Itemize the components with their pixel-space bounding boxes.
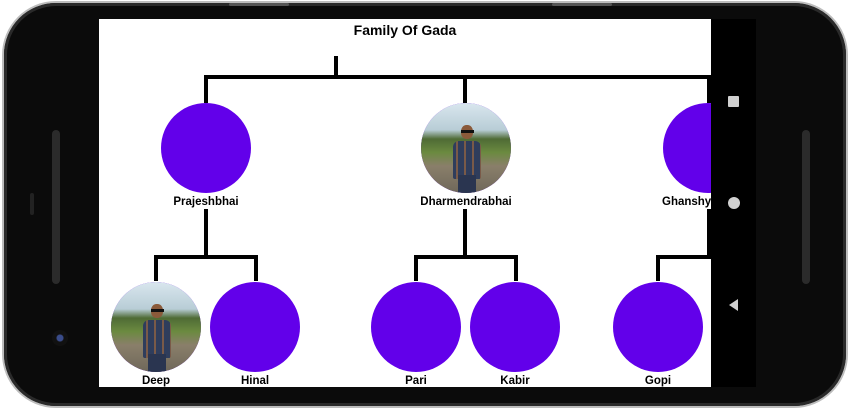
recent-apps-icon[interactable] [711,86,756,116]
branch-line-dharmendrabhai-children [414,255,518,259]
member-node-pari[interactable] [371,282,461,372]
member-node-deep[interactable] [111,282,201,372]
page-title: Family Of Gada [353,22,457,38]
member-label: Dharmendrabhai [420,196,512,208]
drop-line-hinal [254,255,258,281]
root-stem-line [334,56,338,78]
member-photo [421,103,511,193]
drop-line-pari [414,255,418,281]
branch-line-dharmendrabhai [463,75,467,103]
member-label: Gopi [644,375,672,387]
speaker-grille-left [52,130,60,284]
stem-line-ghanshy [707,209,711,257]
app-screen: Family Of Gada Prajeshbhai Dharmendrabha… [99,19,711,387]
root-branch-line [204,75,711,79]
member-photo [111,282,201,372]
stem-line-prajeshbhai [204,209,208,257]
power-button [552,3,612,6]
speaker-grille-right [802,130,810,284]
member-node-prajeshbhai[interactable] [161,103,251,193]
volume-button [229,3,289,6]
member-node-kabir[interactable] [470,282,560,372]
branch-line-prajeshbhai [204,75,208,103]
member-label: Kabir [500,375,530,387]
member-node-gopi[interactable] [613,282,703,372]
member-node-dharmendrabhai[interactable] [421,103,511,193]
sensor [30,193,34,215]
branch-line-prajeshbhai-children [154,255,258,259]
member-node-ghanshy[interactable] [663,103,711,193]
drop-line-gopi [656,255,660,281]
member-label: Prajeshbhai [173,196,239,208]
member-label: Pari [405,375,427,387]
home-icon[interactable] [711,188,756,218]
drop-line-deep [154,255,158,281]
android-nav-bar [711,19,756,387]
branch-line-ghanshy-children [656,255,711,259]
back-icon[interactable] [711,290,756,320]
member-label: Hinal [240,375,270,387]
member-label: Deep [141,375,171,387]
member-node-hinal[interactable] [210,282,300,372]
front-camera [52,330,68,346]
branch-line-ghanshy [707,75,711,103]
stem-line-dharmendrabhai [463,209,467,257]
member-label: Ghanshy [662,196,711,208]
drop-line-kabir [514,255,518,281]
